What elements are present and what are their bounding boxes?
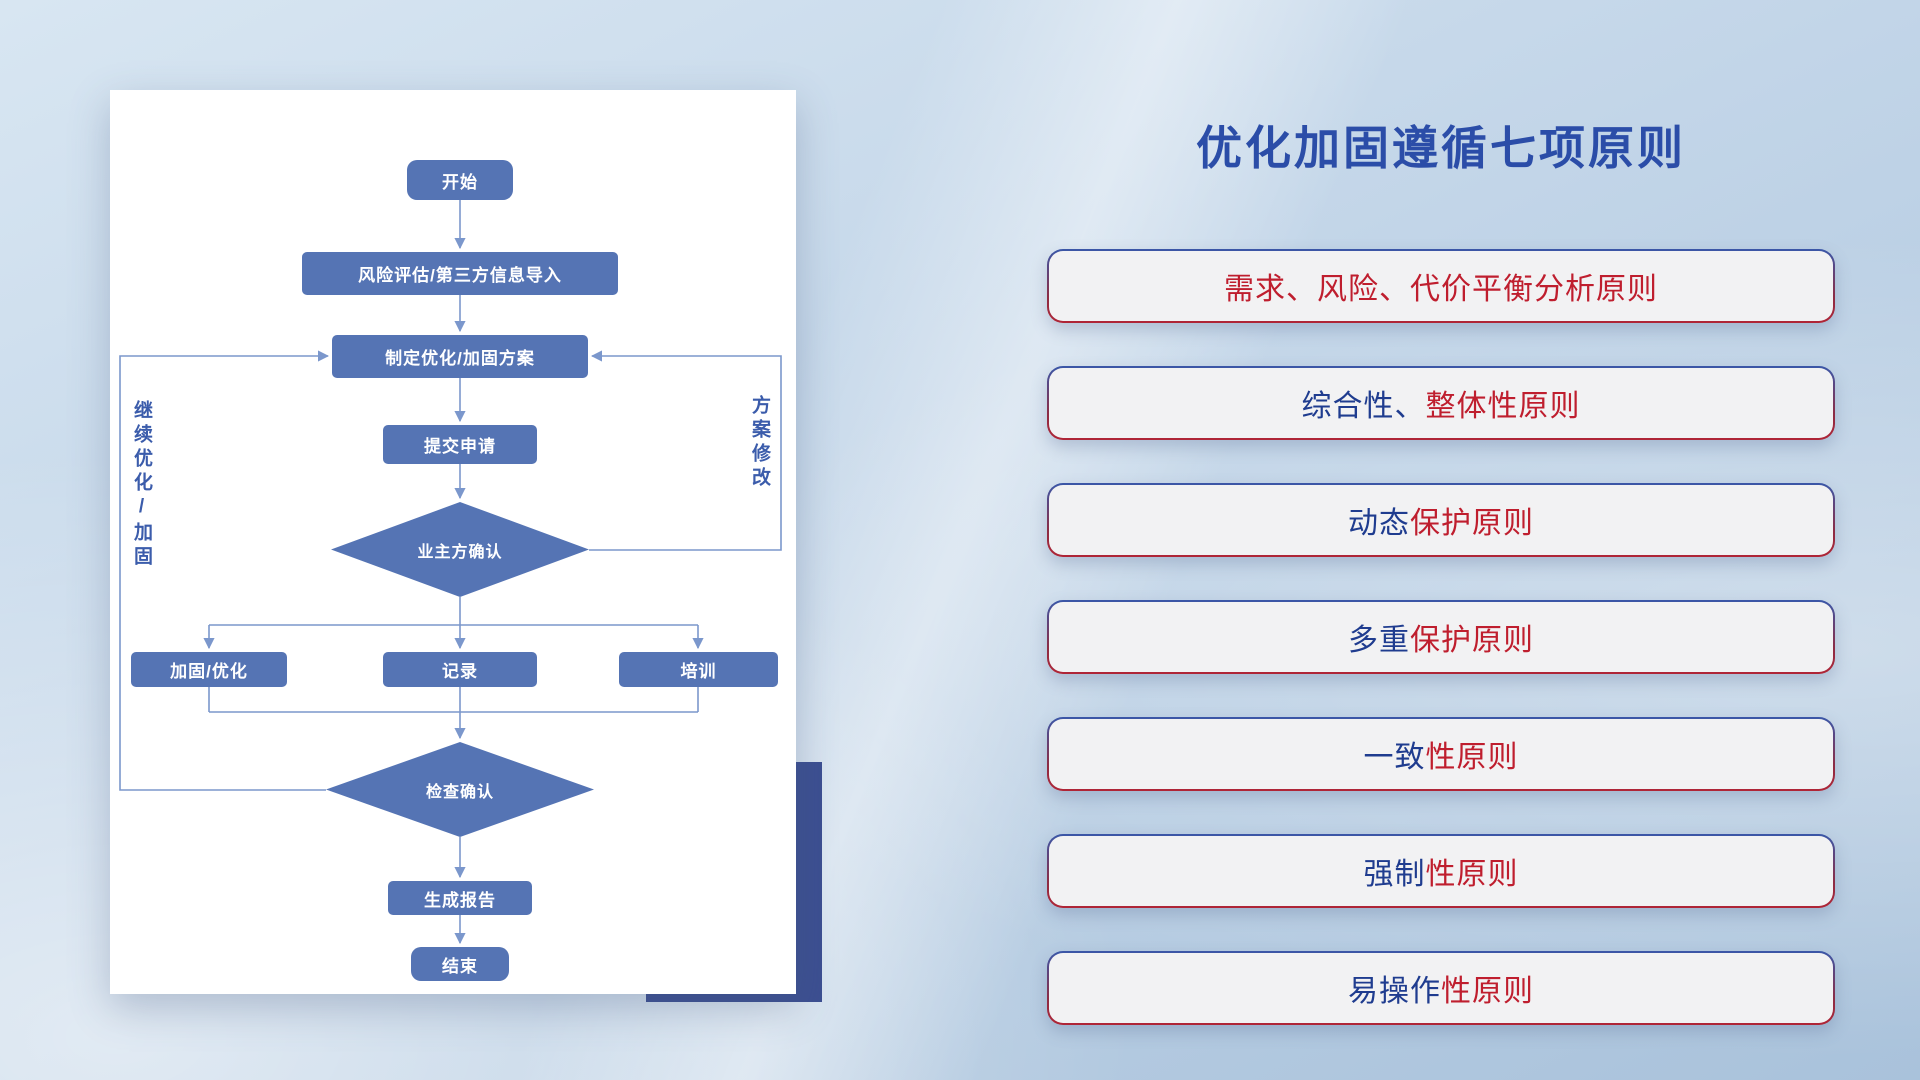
principle-item-1: 需求、风险、代价平衡分析原则: [1047, 249, 1835, 323]
principle-text-blue: 易操作: [1348, 975, 1441, 1008]
flow-right-loop-label: 方案修改: [749, 395, 770, 491]
principle-label: 需求、风险、代价平衡分析原则: [1049, 251, 1833, 321]
principle-item-7: 易操作性原则: [1047, 951, 1835, 1025]
principle-item-3: 动态保护原则: [1047, 483, 1835, 557]
flow-left-loop-label: 继续优化/加固: [131, 400, 152, 570]
principle-label: 一致性原则: [1049, 719, 1833, 789]
principle-item-5: 一致性原则: [1047, 717, 1835, 791]
principle-item-4: 多重保护原则: [1047, 600, 1835, 674]
flow-node-end: 结束: [411, 947, 509, 981]
flow-node-training: 培训: [619, 652, 778, 687]
principle-text-red: 整体性原则: [1425, 390, 1581, 423]
flow-node-report: 生成报告: [388, 881, 532, 915]
flow-connectors: [119, 200, 782, 945]
principles-list: 需求、风险、代价平衡分析原则 综合性、整体性原则 动态保护原则 多重保护原则 一…: [1047, 249, 1835, 1025]
principle-text-red: 需求、风险、代价平衡分析原则: [1224, 273, 1658, 306]
principle-text-blue: 多重: [1348, 624, 1410, 657]
flow-node-record: 记录: [383, 652, 537, 687]
principle-label: 动态保护原则: [1049, 485, 1833, 555]
flow-node-submit: 提交申请: [383, 425, 537, 464]
flowchart-panel: 开始 风险评估/第三方信息导入 制定优化/加固方案 提交申请 业主方确认 加固/…: [110, 90, 796, 994]
flow-node-harden-optimize: 加固/优化: [131, 652, 287, 687]
principle-item-2: 综合性、整体性原则: [1047, 366, 1835, 440]
principle-text-blue: 动态: [1348, 507, 1410, 540]
principle-label: 强制性原则: [1049, 836, 1833, 906]
flow-node-make-plan: 制定优化/加固方案: [332, 335, 588, 378]
principle-text-blue: 综合性、: [1301, 390, 1426, 423]
page-title: 优化加固遵循七项原则: [1196, 122, 1686, 174]
principle-label: 综合性、整体性原则: [1049, 368, 1833, 438]
principle-text-blue: 强制: [1363, 858, 1426, 891]
principle-text-red: 性原则: [1441, 975, 1534, 1008]
principle-text-red: 性原则: [1425, 858, 1519, 891]
principle-text-blue: 一致: [1363, 741, 1426, 774]
principle-text-red: 保护原则: [1410, 507, 1534, 540]
principle-label: 多重保护原则: [1049, 602, 1833, 672]
principle-text-red: 性原则: [1425, 741, 1519, 774]
principle-text-red: 保护原则: [1410, 624, 1534, 657]
principle-item-6: 强制性原则: [1047, 834, 1835, 908]
flow-node-risk-import: 风险评估/第三方信息导入: [302, 252, 618, 295]
flow-node-start: 开始: [407, 160, 513, 200]
principle-label: 易操作性原则: [1049, 953, 1833, 1023]
